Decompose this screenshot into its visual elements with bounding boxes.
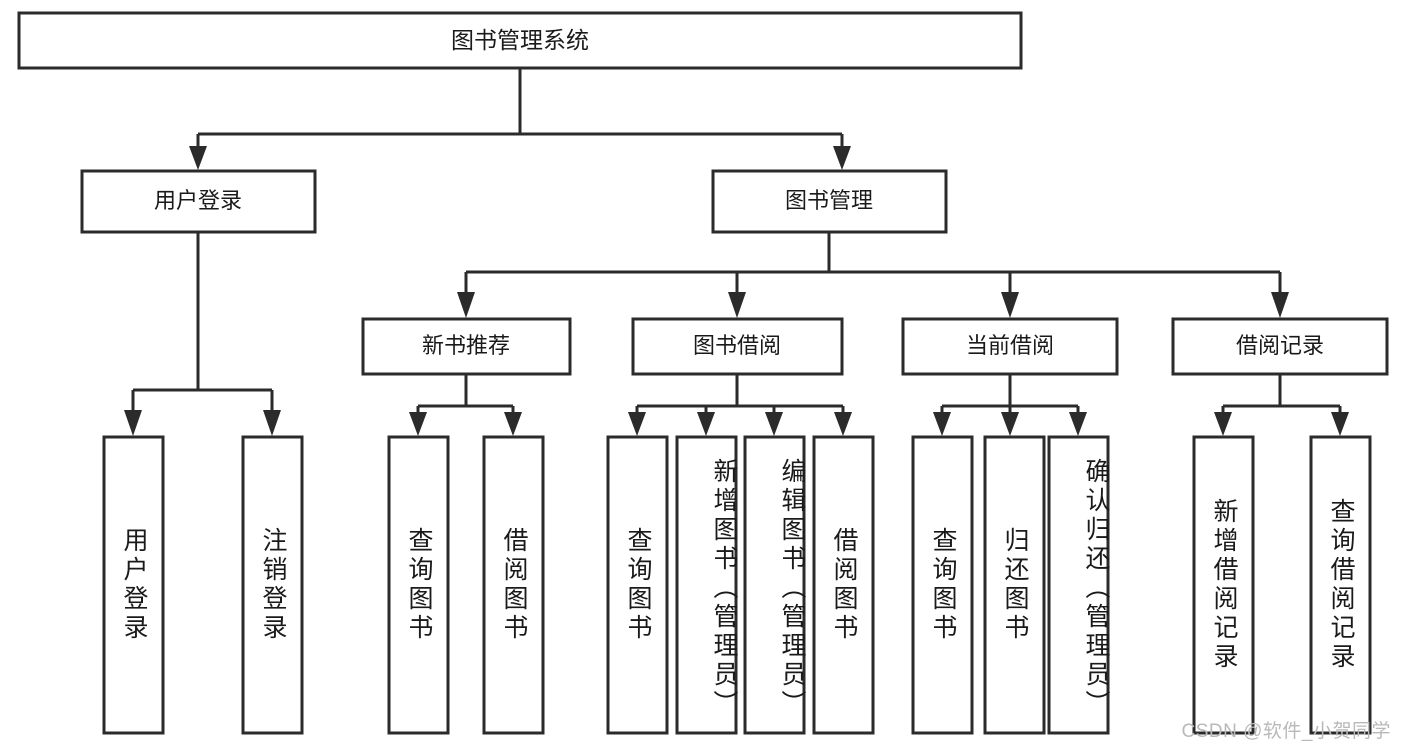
arrow-head-icon xyxy=(189,146,207,170)
leaf-box-add-record[interactable] xyxy=(1192,435,1255,735)
leaf-box-logout-login[interactable] xyxy=(241,435,304,735)
csdn-watermark: CSDN @软件_小贺同学 xyxy=(1181,721,1391,742)
arrow-head-icon xyxy=(1271,292,1289,318)
node-user-login-label: 用户登录 xyxy=(154,188,242,213)
node-root[interactable]: 图书管理系统 xyxy=(17,11,1023,70)
arrow-head-icon xyxy=(728,292,746,318)
arrow-head-icon xyxy=(697,412,715,436)
leaf-box-confirm-return[interactable] xyxy=(1047,435,1110,735)
connector-newbook-to-leaves xyxy=(409,375,522,436)
node-borrow-record[interactable]: 借阅记录 xyxy=(1171,317,1389,376)
node-current-borrow-label: 当前借阅 xyxy=(966,333,1054,358)
connector-userlogin-to-leaves xyxy=(124,232,281,436)
leaf-box-user-login[interactable] xyxy=(102,435,165,735)
node-book-borrow-label: 图书借阅 xyxy=(693,333,781,358)
arrow-head-icon xyxy=(409,412,427,436)
leaf-box-borrow-book-2[interactable] xyxy=(812,435,875,735)
node-book-manage[interactable]: 图书管理 xyxy=(711,169,948,234)
arrow-head-icon xyxy=(1331,412,1349,436)
node-book-manage-label: 图书管理 xyxy=(785,188,873,213)
leaf-box-add-book[interactable] xyxy=(675,435,738,735)
node-root-label: 图书管理系统 xyxy=(451,27,589,53)
arrow-head-icon xyxy=(1214,412,1232,436)
arrow-head-icon xyxy=(504,412,522,436)
node-current-borrow[interactable]: 当前借阅 xyxy=(901,317,1119,376)
arrow-head-icon xyxy=(1001,292,1019,318)
leaf-box-edit-book[interactable] xyxy=(743,435,806,735)
arrow-head-icon xyxy=(457,292,475,318)
leaf-box-query-book-2[interactable] xyxy=(606,435,669,735)
node-new-book-recommend-label: 新书推荐 xyxy=(422,333,510,358)
connector-bookmanage-to-level3 xyxy=(457,232,1289,318)
arrow-head-icon xyxy=(833,146,851,170)
node-borrow-record-label: 借阅记录 xyxy=(1236,333,1324,358)
arrow-head-icon xyxy=(933,412,951,436)
node-book-borrow[interactable]: 图书借阅 xyxy=(631,317,844,376)
arrow-head-icon xyxy=(1001,412,1019,436)
arrow-head-icon xyxy=(263,410,281,436)
leaf-box-query-book-1[interactable] xyxy=(387,435,450,735)
connector-root-to-level2 xyxy=(189,68,851,170)
leaf-box-borrow-book-1[interactable] xyxy=(482,435,545,735)
node-new-book-recommend[interactable]: 新书推荐 xyxy=(361,317,572,376)
arrow-head-icon xyxy=(834,412,852,436)
node-user-login[interactable]: 用户登录 xyxy=(80,169,317,234)
leaf-box-query-book-3[interactable] xyxy=(911,435,974,735)
arrow-head-icon xyxy=(1069,412,1087,436)
connector-bookborrow-to-leaves xyxy=(628,375,852,436)
arrow-head-icon xyxy=(124,410,142,436)
connector-borrowrecord-to-leaves xyxy=(1214,375,1349,436)
leaf-box-query-record[interactable] xyxy=(1309,435,1372,735)
connector-currentborrow-to-leaves xyxy=(933,375,1087,436)
arrow-head-icon xyxy=(628,412,646,436)
arrow-head-icon xyxy=(765,412,783,436)
leaf-box-return-book[interactable] xyxy=(983,435,1046,735)
